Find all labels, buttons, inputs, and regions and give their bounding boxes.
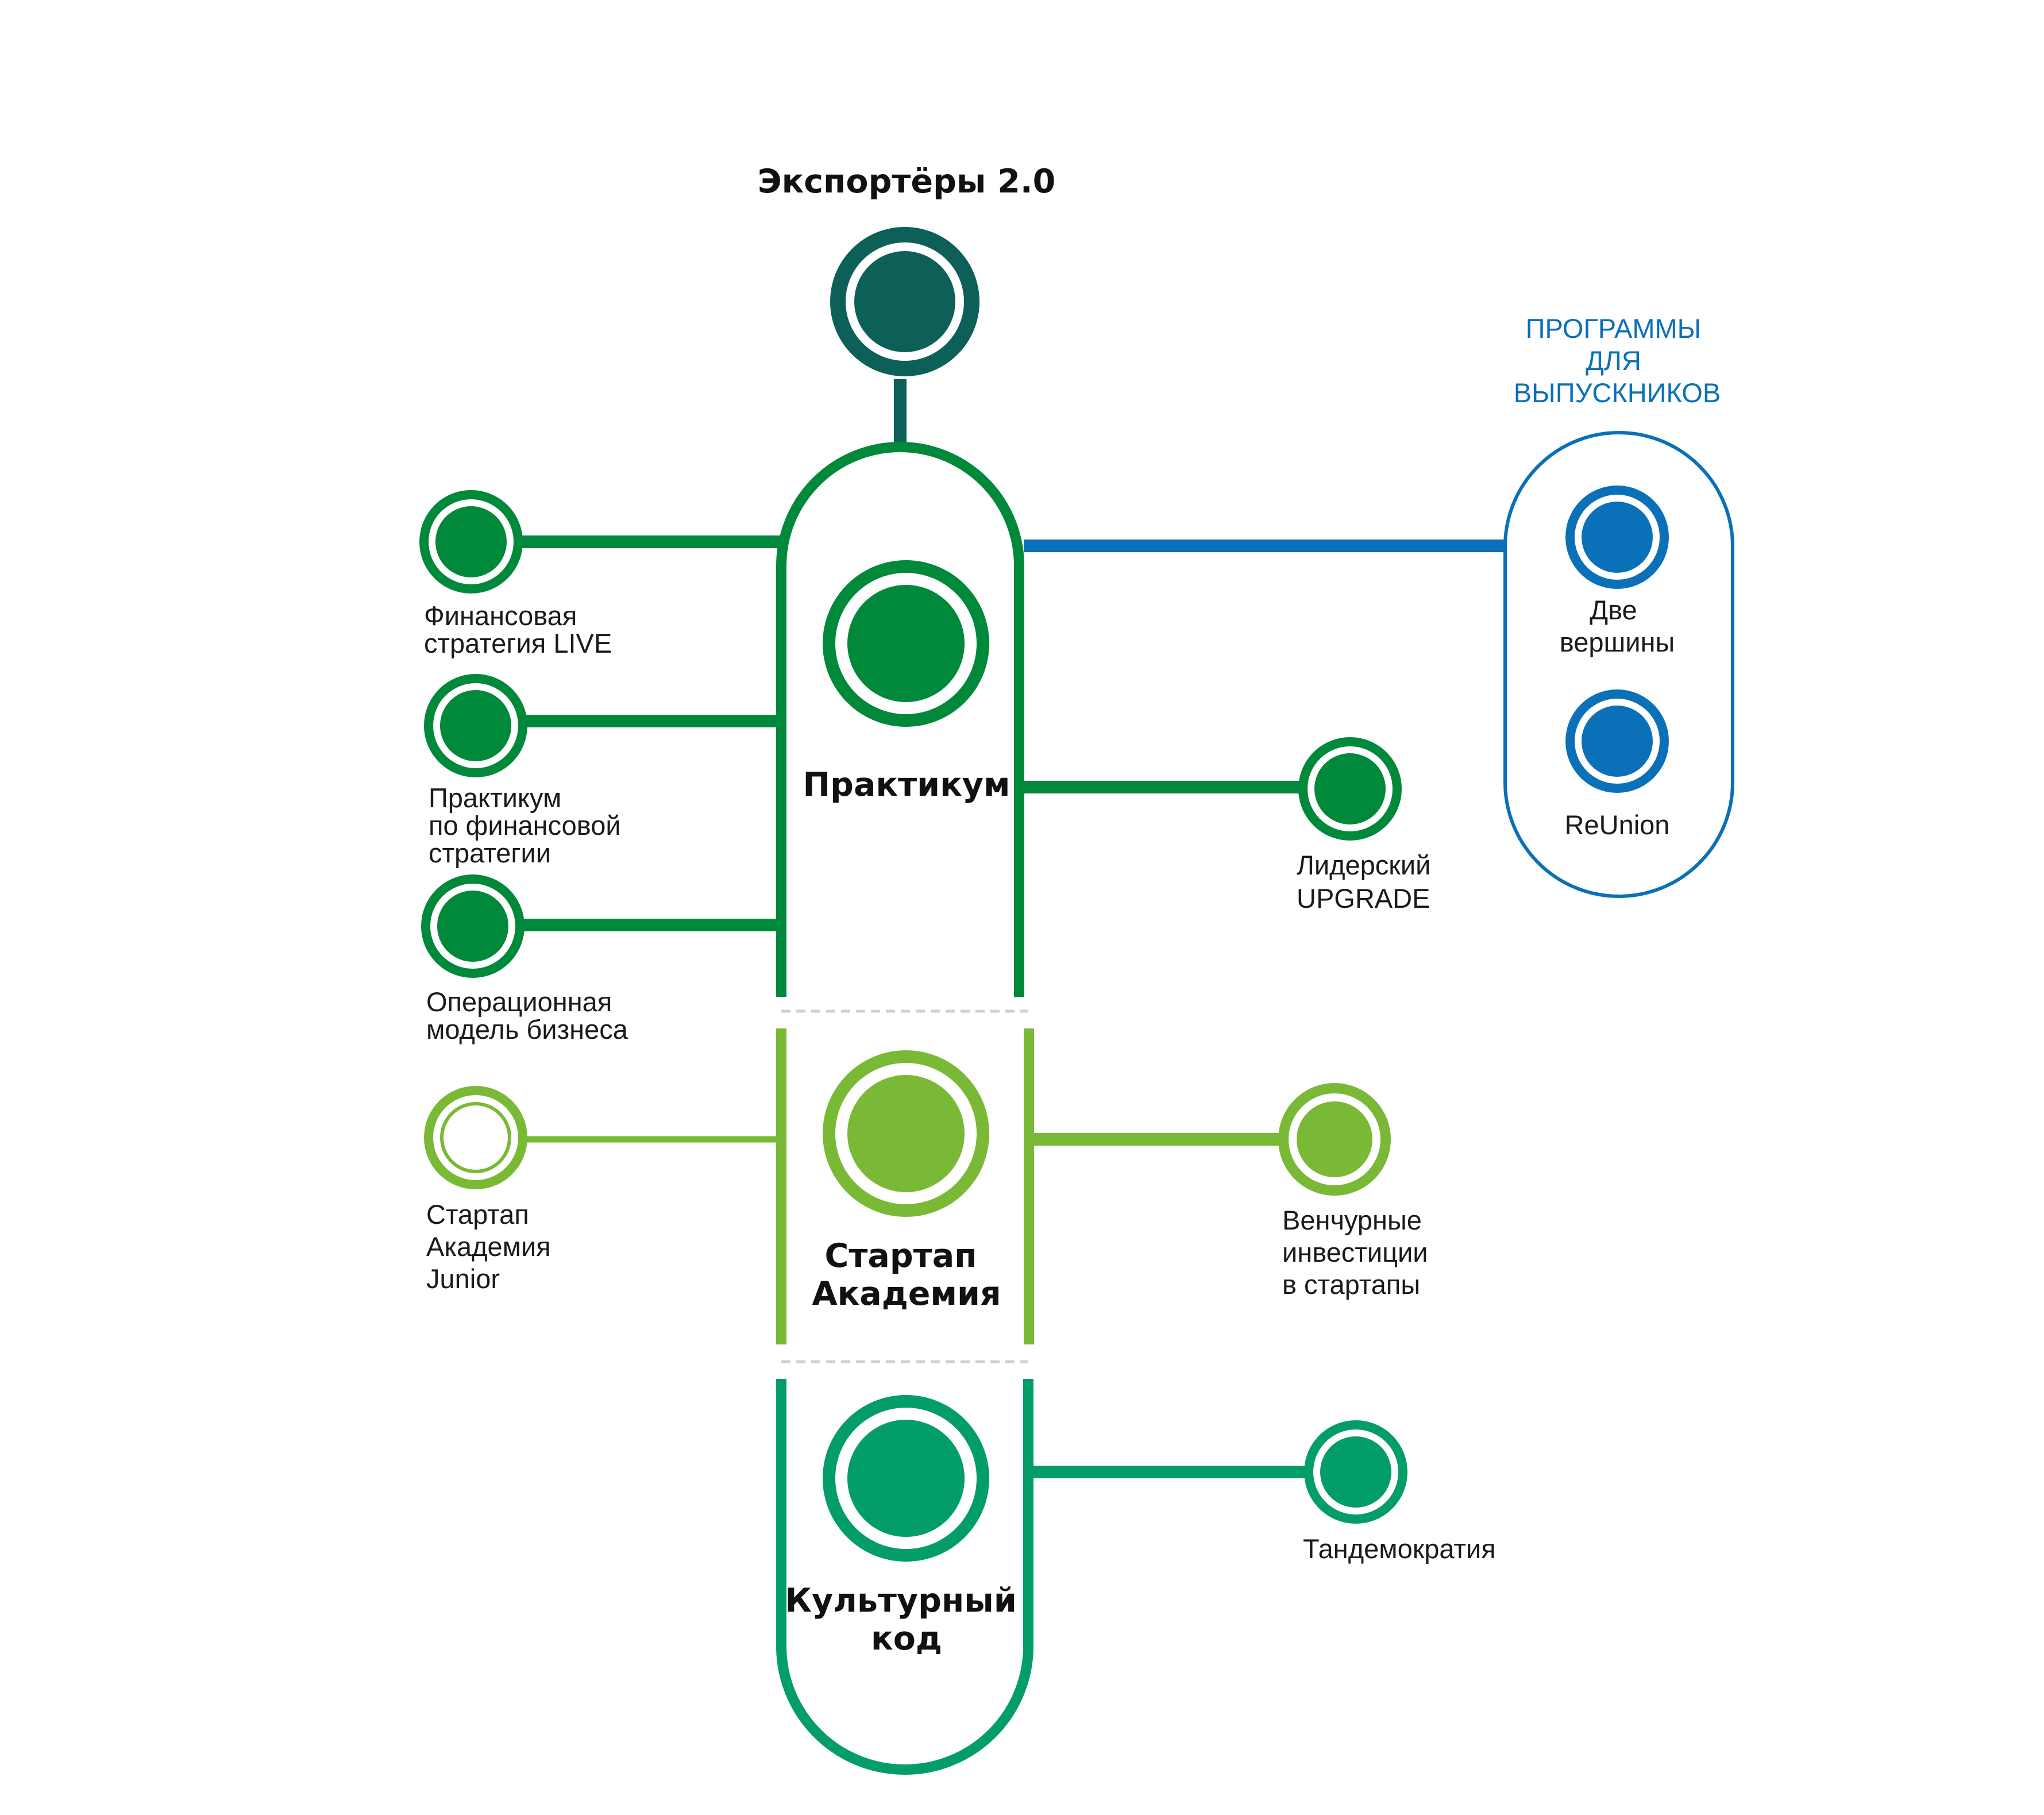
practicum-section [776,442,1024,997]
culture-label: Культурный код [785,1582,1028,1658]
two-peaks-label: Две вершины [1560,595,1675,657]
fin-live-label: Финансовая стратегия LIVE [424,600,612,658]
practicum-node[interactable] [823,560,989,727]
op-model-label: Операционная модель бизнеса [426,987,628,1045]
two-peaks-node[interactable] [1565,485,1669,589]
exporters-title: Экспортёры 2.0 [758,163,1056,201]
culture-node[interactable] [823,1395,989,1562]
startup-label: Стартап Академия [812,1237,1001,1313]
alumni-heading: ПРОГРАММЫ ДЛЯ ВЫПУСКНИКОВ [1514,313,1721,408]
reunion-node[interactable] [1565,689,1669,793]
practicum-label: Практикум [803,766,1010,804]
fin-practicum-label: Практикум по финансовой стратегии [429,783,628,868]
junior-label: Стартап Академия Junior [426,1199,558,1294]
alumni-capsule [1503,431,1734,898]
startup-node[interactable] [823,1050,989,1217]
junior-node[interactable] [424,1086,527,1189]
venture-label: Венчурные инвестиции в стартапы [1282,1205,1436,1300]
venture-node[interactable] [1278,1083,1391,1196]
fin-practicum-node[interactable] [424,674,527,777]
tandem-node[interactable] [1304,1420,1407,1524]
leader-label: Лидерский UPGRADE [1297,850,1438,914]
op-model-node[interactable] [421,874,525,978]
exporters-node[interactable] [830,227,979,376]
reunion-label: ReUnion [1565,810,1670,840]
tandem-label: Тандемократия [1303,1533,1496,1564]
leader-node[interactable] [1298,737,1402,841]
culture-section [776,1379,1033,1775]
fin-live-node[interactable] [419,490,523,594]
